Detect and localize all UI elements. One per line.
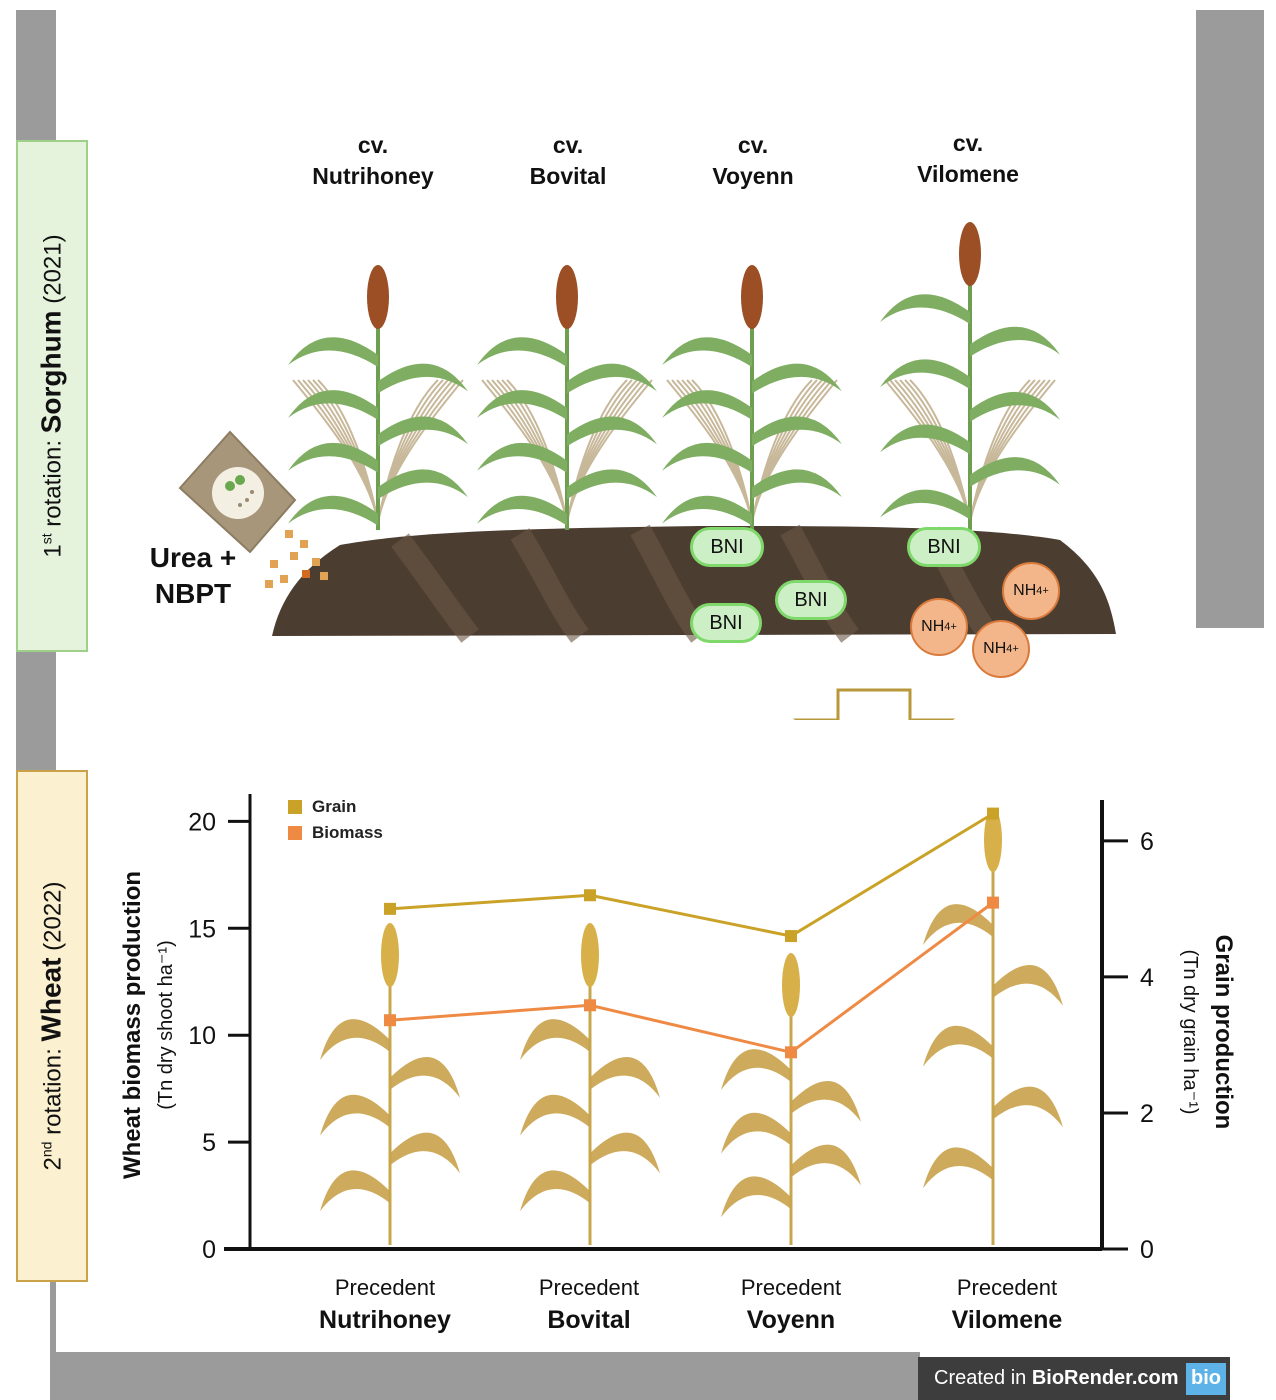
- data-point-biomass: [785, 1046, 797, 1059]
- y-right-tick-label: 0: [1140, 1236, 1154, 1264]
- frame-right: [1196, 10, 1264, 628]
- sorghum-plant-icon: [477, 265, 657, 530]
- y-left-tick-label: 15: [188, 915, 216, 943]
- x-category-prefix: Precedent: [538, 1275, 640, 1300]
- fertilizer-label: Urea +NBPT: [149, 542, 237, 609]
- y-right-tick-label: 6: [1140, 828, 1154, 856]
- data-point-grain: [584, 889, 596, 902]
- x-category-prefix: Precedent: [956, 1275, 1058, 1300]
- data-point-grain: [785, 930, 797, 943]
- legend-swatch-grain: [288, 800, 302, 814]
- data-point-biomass: [384, 1014, 396, 1027]
- sorghum-field-illustration: [178, 222, 1116, 720]
- cultivar-label-bovital: cv.Bovital: [529, 132, 607, 189]
- y-left-tick-label: 10: [188, 1022, 216, 1050]
- x-category-name: Voyenn: [746, 1306, 836, 1334]
- y-left-axis-title: Wheat biomass production: [119, 871, 146, 1179]
- bni-badge: BNI: [690, 527, 764, 567]
- frame-left-top: [16, 10, 56, 140]
- series-line-biomass: [389, 901, 994, 1054]
- frame-bottom: [50, 1352, 920, 1400]
- biorender-logo: bio: [1186, 1362, 1226, 1395]
- wheat-plant-icon: [320, 923, 460, 1245]
- second-rotation-label: 2nd rotation: Wheat (2022): [16, 770, 88, 1282]
- sorghum-plant-icon: [662, 265, 842, 530]
- wheat-plant-icon: [923, 808, 1063, 1245]
- bni-badge: BNI: [775, 580, 847, 620]
- cultivar-label-voyenn: cv.Voyenn: [712, 132, 794, 189]
- sorghum-plant-icon: [288, 265, 468, 530]
- biorender-footer: Created in BioRender.com bio: [918, 1357, 1230, 1400]
- y-left-axis-unit: (Tn dry shoot ha⁻¹): [155, 940, 177, 1110]
- y-right-tick-label: 2: [1140, 1100, 1154, 1128]
- content-panel: [56, 12, 1196, 1352]
- transition-arrow-icon: [792, 688, 956, 720]
- wheat-plant-icon: [520, 923, 660, 1245]
- x-category-prefix: Precedent: [740, 1275, 842, 1300]
- legend-label-grain: Grain: [312, 797, 356, 816]
- first-rotation-label: 1st rotation: Sorghum (2021): [16, 140, 88, 652]
- y-left-tick-label: 20: [188, 808, 216, 836]
- data-point-grain: [384, 902, 396, 915]
- bni-badge: BNI: [690, 603, 762, 643]
- x-category-name: Vilomene: [951, 1306, 1063, 1334]
- data-point-grain: [987, 807, 999, 820]
- wheat-plant-icon: [721, 953, 861, 1245]
- sorghum-plant-icon: [880, 222, 1060, 530]
- bni-badge: BNI: [907, 527, 981, 567]
- legend-swatch-biomass: [288, 826, 302, 840]
- data-point-biomass: [584, 999, 596, 1012]
- y-left-tick-label: 5: [202, 1129, 216, 1157]
- soil-bed: [272, 526, 1116, 636]
- series-line-grain: [389, 812, 994, 938]
- x-category-name: Bovital: [547, 1306, 631, 1334]
- cultivar-label-nutrihoney: cv.Nutrihoney: [312, 132, 434, 189]
- frame-left-bottom: [50, 1280, 60, 1400]
- x-category-prefix: Precedent: [334, 1275, 436, 1300]
- legend-label-biomass: Biomass: [312, 823, 383, 842]
- data-point-biomass: [987, 896, 999, 909]
- fertilizer-bag-icon: [178, 430, 328, 588]
- y-right-axis-unit: (Tn dry grain ha⁻¹): [1179, 949, 1201, 1114]
- y-right-tick-label: 4: [1140, 964, 1154, 992]
- x-category-name: Nutrihoney: [319, 1306, 451, 1334]
- frame-left-mid: [16, 652, 56, 772]
- y-right-axis-title: Grain production: [1210, 935, 1237, 1130]
- y-left-tick-label: 0: [202, 1236, 216, 1264]
- cultivar-label-vilomene: cv.Vilomene: [917, 130, 1019, 187]
